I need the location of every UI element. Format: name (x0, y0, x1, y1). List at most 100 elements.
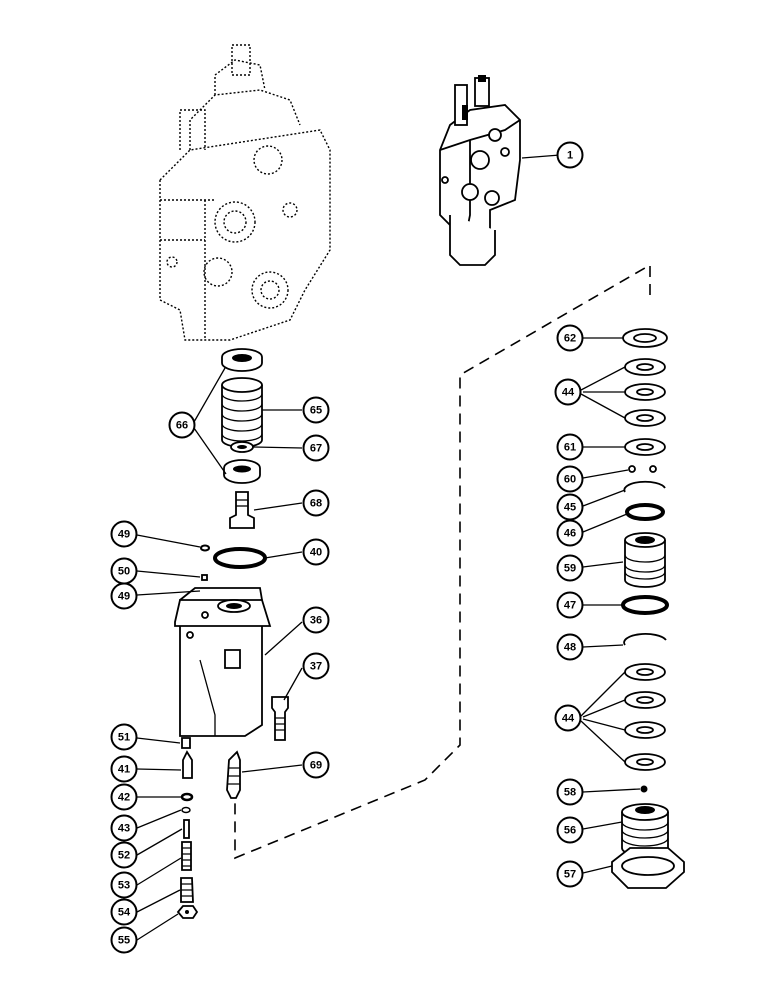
callout-45: 45 (556, 493, 584, 521)
callout-number: 53 (118, 880, 130, 892)
callout-51: 51 (110, 723, 138, 751)
callout-circle (556, 554, 584, 582)
callout-59: 59 (556, 554, 584, 582)
valve-housing-outline (159, 44, 331, 341)
callout-66: 66 (168, 411, 196, 439)
callout-58: 58 (556, 778, 584, 806)
callout-number: 58 (564, 787, 576, 799)
callout-circle (302, 489, 330, 517)
callout-number: 47 (564, 600, 576, 612)
callout-number: 49 (118, 591, 130, 603)
callout-circle (302, 606, 330, 634)
callout-circle (110, 926, 138, 954)
callout-44: 44 (554, 704, 582, 732)
leader-lines (136, 154, 641, 941)
callout-36: 36 (302, 606, 330, 634)
callout-number: 46 (564, 528, 576, 540)
callout-number: 67 (310, 443, 322, 455)
callout-number: 57 (564, 869, 576, 881)
callout-number: 59 (564, 563, 576, 575)
callout-1: 1 (556, 141, 584, 169)
callout-54: 54 (110, 898, 138, 926)
callout-number: 40 (310, 547, 322, 559)
callout-46: 46 (556, 519, 584, 547)
callout-53: 53 (110, 871, 138, 899)
callout-circle (556, 816, 584, 844)
callout-circle (302, 434, 330, 462)
callout-number: 37 (310, 661, 322, 673)
callout-circle (110, 755, 138, 783)
callout-69: 69 (302, 751, 330, 779)
callout-circle (110, 841, 138, 869)
callout-65: 65 (302, 396, 330, 424)
callout-61: 61 (556, 433, 584, 461)
callout-circle (110, 520, 138, 548)
callout-52: 52 (110, 841, 138, 869)
callout-circle (554, 704, 582, 732)
callout-circle (110, 723, 138, 751)
callout-number: 62 (564, 333, 576, 345)
callout-56: 56 (556, 816, 584, 844)
callout-number: 43 (118, 823, 130, 835)
callout-43: 43 (110, 814, 138, 842)
callout-number: 44 (562, 713, 575, 725)
callout-number: 69 (310, 760, 322, 772)
callout-circle (556, 860, 584, 888)
valve-section-assembly (439, 75, 521, 266)
callout-circle (556, 519, 584, 547)
callout-number: 68 (310, 498, 322, 510)
callout-55: 55 (110, 926, 138, 954)
callout-circle (110, 898, 138, 926)
callout-41: 41 (110, 755, 138, 783)
callout-number: 41 (118, 764, 130, 776)
callout-circle (556, 778, 584, 806)
callout-number: 36 (310, 615, 322, 627)
callout-circle (302, 652, 330, 680)
callout-circle (302, 538, 330, 566)
callout-circle (302, 396, 330, 424)
callout-circle (110, 814, 138, 842)
callout-62: 62 (556, 324, 584, 352)
callout-circle (556, 465, 584, 493)
callout-67: 67 (302, 434, 330, 462)
callout-50: 50 (110, 557, 138, 585)
callout-circle (556, 433, 584, 461)
callout-layer: 1 62 44 61 60 45 46 59 47 48 44 58 56 57 66 65 67 68 49 40 5… (110, 141, 584, 954)
callout-circle (110, 582, 138, 610)
callout-49: 49 (110, 520, 138, 548)
callout-circle (556, 591, 584, 619)
callout-40: 40 (302, 538, 330, 566)
callout-number: 42 (118, 792, 130, 804)
callout-68: 68 (302, 489, 330, 517)
callout-circle (554, 378, 582, 406)
callout-number: 45 (564, 502, 576, 514)
callout-number: 66 (176, 420, 188, 432)
callout-47: 47 (556, 591, 584, 619)
callout-number: 60 (564, 474, 576, 486)
callout-number: 54 (118, 907, 131, 919)
assembly-path-line (234, 263, 651, 860)
callout-circle (556, 141, 584, 169)
callout-57: 57 (556, 860, 584, 888)
callout-number: 65 (310, 405, 322, 417)
callout-42: 42 (110, 783, 138, 811)
callout-49: 49 (110, 582, 138, 610)
callout-number: 52 (118, 850, 130, 862)
callout-number: 44 (562, 387, 575, 399)
callout-circle (302, 751, 330, 779)
center-parts-stack (174, 348, 289, 919)
callout-48: 48 (556, 633, 584, 661)
right-parts-stack (611, 328, 685, 889)
callout-number: 1 (567, 150, 573, 162)
callout-44: 44 (554, 378, 582, 406)
callout-circle (110, 783, 138, 811)
callout-37: 37 (302, 652, 330, 680)
callout-60: 60 (556, 465, 584, 493)
callout-number: 48 (564, 642, 576, 654)
callout-circle (556, 633, 584, 661)
callout-circle (556, 324, 584, 352)
callout-number: 55 (118, 935, 130, 947)
callout-number: 49 (118, 529, 130, 541)
callout-circle (110, 871, 138, 899)
